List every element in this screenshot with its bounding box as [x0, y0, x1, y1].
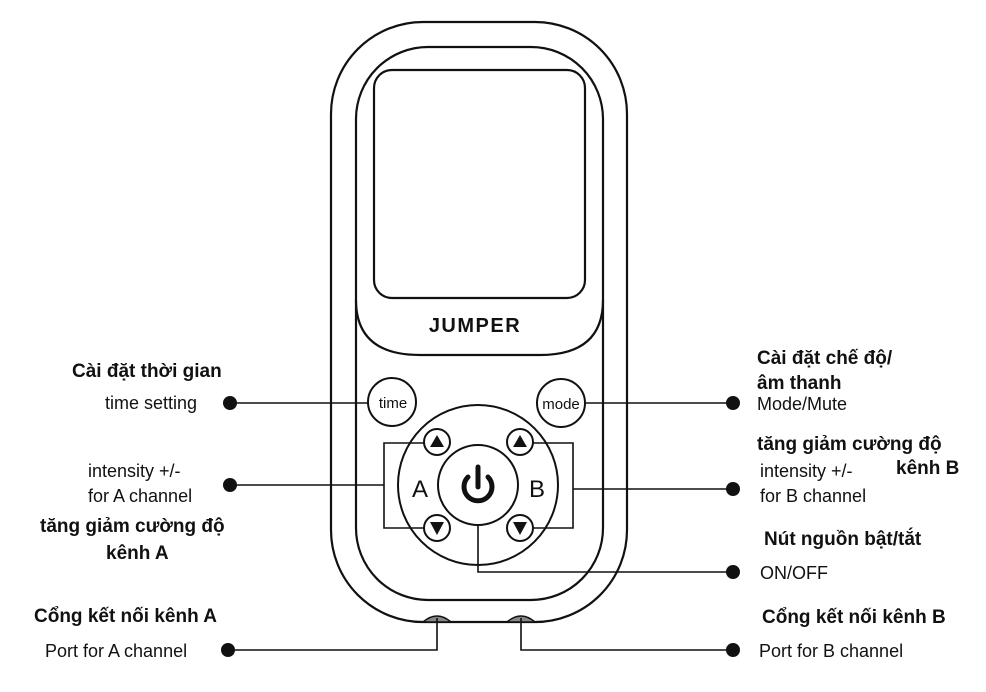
dot-intensity-a [223, 478, 237, 492]
time-label-en: time setting [105, 393, 198, 413]
device-inner-body [354, 45, 605, 602]
dot-intensity-b [726, 482, 740, 496]
intensity-b-label-en-2: for B channel [760, 486, 867, 506]
power-label-en: ON/OFF [760, 563, 828, 583]
display-screen [372, 68, 587, 300]
mode-button-label: mode [542, 396, 580, 413]
intensity-b-label-en-1: intensity +/- [760, 461, 853, 481]
channel-a-label: A [412, 476, 428, 503]
device-outer-body [329, 20, 629, 624]
dot-port-a [221, 643, 235, 657]
screen-bezel [354, 299, 605, 357]
leader-port-b [520, 618, 730, 651]
time-button[interactable] [367, 377, 417, 427]
b-up-button[interactable] [506, 428, 534, 456]
time-label-vi: Cài đặt thời gian [72, 361, 222, 382]
port-a-label-en: Port for A channel [45, 641, 188, 661]
arrow-up-icon [430, 435, 444, 447]
mode-label-en: Mode/Mute [757, 394, 848, 414]
channel-b-label: B [529, 476, 545, 503]
leader-intensity-b [533, 442, 574, 529]
arrow-up-icon [513, 435, 527, 447]
power-icon [461, 464, 495, 504]
dot-time [223, 396, 237, 410]
arrow-down-icon [430, 522, 444, 535]
leader-power [477, 525, 730, 573]
a-up-button[interactable] [423, 428, 451, 456]
intensity-a-label-vi-2: kênh A [106, 543, 169, 564]
mode-label-vi-1: Cài đặt chế độ/ [757, 348, 893, 369]
mode-label-vi-2: âm thanh [757, 373, 842, 394]
brand-logo: JUMPER [429, 315, 521, 337]
intensity-a-label-en-1: intensity +/- [88, 461, 181, 481]
time-button-label: time [379, 395, 407, 412]
dot-port-b [726, 643, 740, 657]
dot-power [726, 565, 740, 579]
dot-mode [726, 396, 740, 410]
arrow-down-icon [513, 522, 527, 535]
intensity-a-label-vi-1: tăng giảm cường độ [40, 516, 225, 537]
port-a-label-vi: Cổng kết nối kênh A [34, 606, 217, 627]
intensity-b-label-vi-2: kênh B [896, 458, 960, 479]
intensity-a-label-en-2: for A channel [88, 486, 193, 506]
leader-port-a [232, 618, 438, 651]
intensity-b-label-vi-1: tăng giảm cường độ [757, 434, 942, 455]
power-label-vi: Nút nguồn bật/tắt [764, 529, 922, 550]
port-b-label-en: Port for B channel [759, 641, 904, 661]
port-b-label-vi: Cổng kết nối kênh B [762, 607, 946, 628]
